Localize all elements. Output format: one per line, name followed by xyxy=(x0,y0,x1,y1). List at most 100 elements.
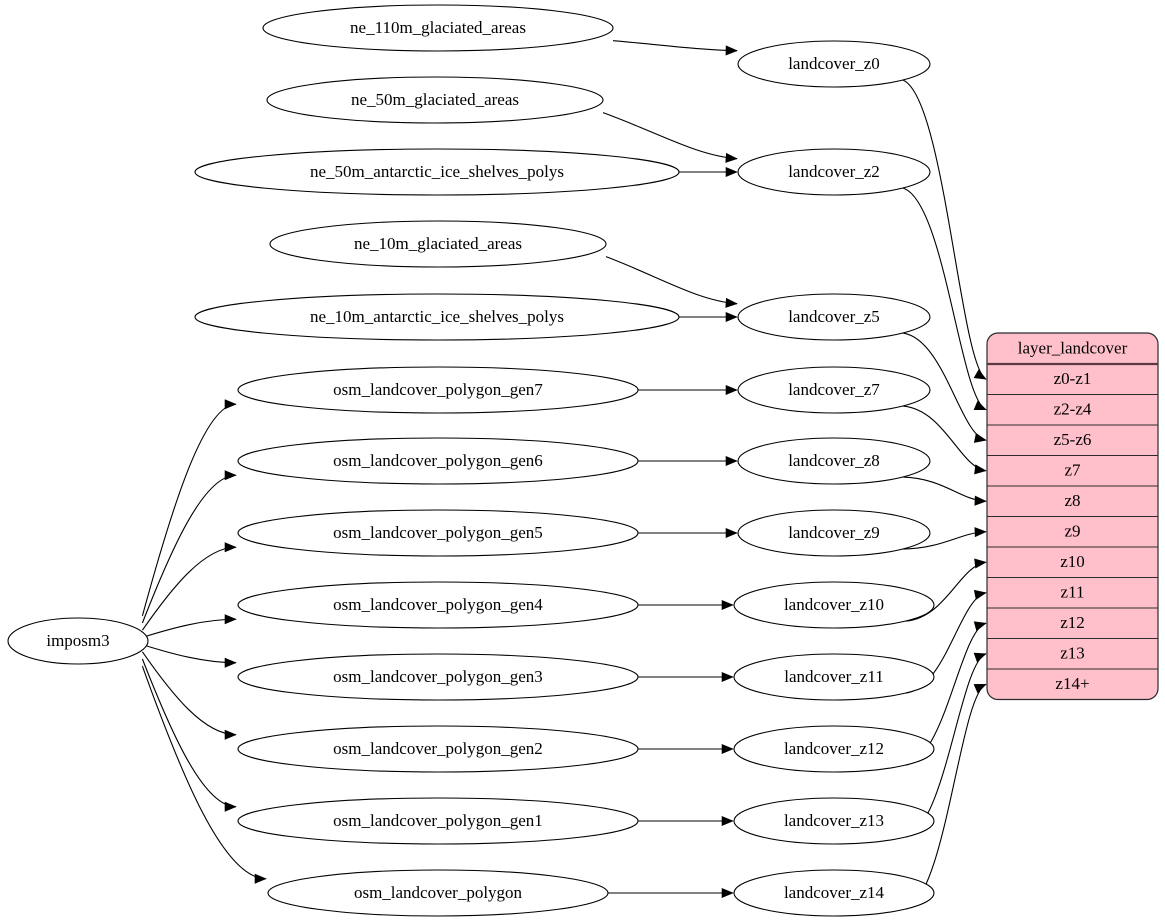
table-row-z8[interactable]: z8 xyxy=(1064,491,1080,510)
node-ellipse xyxy=(194,148,680,196)
node-osm_landcover_polygon_gen1[interactable]: osm_landcover_polygon_gen1 xyxy=(237,797,639,845)
node-label: ne_50m_antarctic_ice_shelves_polys xyxy=(310,162,564,181)
node-ellipse xyxy=(267,869,609,917)
edge-arrowhead xyxy=(974,527,987,538)
node-osm_landcover_polygon[interactable]: osm_landcover_polygon xyxy=(267,869,609,917)
node-ellipse xyxy=(237,581,639,629)
node-ellipse xyxy=(737,293,931,341)
node-ne_10m_glaciated_areas[interactable]: ne_10m_glaciated_areas xyxy=(269,220,607,268)
node-landcover_z8[interactable]: landcover_z8 xyxy=(737,437,931,485)
node-label: landcover_z2 xyxy=(788,162,880,181)
edge-arrowhead xyxy=(725,311,738,323)
node-ellipse xyxy=(737,437,931,485)
node-label: landcover_z7 xyxy=(788,380,880,399)
node-imposm3[interactable]: imposm3 xyxy=(7,617,149,665)
node-landcover_z10[interactable]: landcover_z10 xyxy=(733,581,935,629)
node-osm_landcover_polygon_gen2[interactable]: osm_landcover_polygon_gen2 xyxy=(237,725,639,773)
node-label: osm_landcover_polygon_gen5 xyxy=(333,523,543,542)
node-label: osm_landcover_polygon_gen6 xyxy=(333,451,543,470)
edge-arrowhead xyxy=(725,455,738,467)
table-row-z11[interactable]: z11 xyxy=(1061,583,1085,602)
edge-imposm3-to-osm_landcover_polygon_gen4 xyxy=(142,618,237,638)
node-landcover_z2[interactable]: landcover_z2 xyxy=(737,148,931,196)
edge-imposm3-to-osm_landcover_polygon_gen3 xyxy=(142,644,237,664)
edge-ne_50m_glaciated_areas-to-landcover_z2 xyxy=(602,112,738,160)
node-ellipse xyxy=(733,725,935,773)
node-landcover_z7[interactable]: landcover_z7 xyxy=(737,366,931,414)
node-ellipse xyxy=(7,617,149,665)
node-osm_landcover_polygon_gen6[interactable]: osm_landcover_polygon_gen6 xyxy=(237,437,639,485)
edge-imposm3-to-osm_landcover_polygon_gen6 xyxy=(141,474,237,624)
node-osm_landcover_polygon_gen3[interactable]: osm_landcover_polygon_gen3 xyxy=(237,653,639,701)
node-landcover_z13[interactable]: landcover_z13 xyxy=(733,797,935,845)
edge-arrowhead xyxy=(973,621,987,632)
edge-ne_110m_glaciated_areas-to-landcover_z0 xyxy=(612,40,738,52)
edge-arrowhead xyxy=(721,671,734,683)
edge-arrowhead xyxy=(725,166,738,178)
node-ellipse xyxy=(237,509,639,557)
table-row-z14-[interactable]: z14+ xyxy=(1055,674,1089,693)
node-ellipse xyxy=(194,293,680,341)
node-ellipse xyxy=(262,4,614,52)
node-ellipse xyxy=(733,653,935,701)
node-landcover_z14[interactable]: landcover_z14 xyxy=(733,869,935,917)
node-landcover_z9[interactable]: landcover_z9 xyxy=(737,509,931,557)
node-ellipse xyxy=(733,581,935,629)
node-landcover_z5[interactable]: landcover_z5 xyxy=(737,293,931,341)
node-osm_landcover_polygon_gen5[interactable]: osm_landcover_polygon_gen5 xyxy=(237,509,639,557)
edge-arrowhead xyxy=(974,558,987,569)
node-ellipse xyxy=(266,76,604,124)
node-label: osm_landcover_polygon_gen2 xyxy=(333,739,543,758)
node-label: osm_landcover_polygon xyxy=(354,883,523,902)
node-landcover_z0[interactable]: landcover_z0 xyxy=(737,40,931,88)
node-label: landcover_z5 xyxy=(788,307,880,326)
node-label: osm_landcover_polygon_gen3 xyxy=(333,667,543,686)
table-row-z7[interactable]: z7 xyxy=(1064,461,1081,480)
table-row-z10[interactable]: z10 xyxy=(1060,552,1085,571)
node-label: landcover_z9 xyxy=(788,523,880,542)
edge-arrowhead xyxy=(725,152,738,163)
edge-arrowhead xyxy=(973,369,987,380)
node-landcover_z12[interactable]: landcover_z12 xyxy=(733,725,935,773)
table-row-z9[interactable]: z9 xyxy=(1064,522,1080,541)
edge-arrowhead xyxy=(721,743,734,755)
node-label: osm_landcover_polygon_gen4 xyxy=(333,595,543,614)
node-ne_10m_antarctic_ice_shelves_polys[interactable]: ne_10m_antarctic_ice_shelves_polys xyxy=(194,293,680,341)
node-label: landcover_z10 xyxy=(784,595,884,614)
node-label: landcover_z12 xyxy=(784,739,884,758)
edge-arrowhead xyxy=(974,495,987,506)
node-ellipse xyxy=(269,220,607,268)
edge-arrowhead xyxy=(224,470,237,481)
edge-arrowhead xyxy=(725,297,738,308)
table-row-z13[interactable]: z13 xyxy=(1060,644,1085,663)
node-landcover_z11[interactable]: landcover_z11 xyxy=(733,653,935,701)
node-label: osm_landcover_polygon_gen7 xyxy=(333,380,543,399)
table-layer-landcover: layer_landcover z0-z1 z2-z4 z5-z6 z7 z8 z9 z10 z… xyxy=(986,332,1159,701)
node-osm_landcover_polygon_gen7[interactable]: osm_landcover_polygon_gen7 xyxy=(237,366,639,414)
node-label: osm_landcover_polygon_gen1 xyxy=(333,811,543,830)
table-row-z5-z6[interactable]: z5-z6 xyxy=(1054,430,1092,449)
node-ellipse xyxy=(737,366,931,414)
table-row-z2-z4[interactable]: z2-z4 xyxy=(1054,400,1092,419)
edge-landcover_z14-to-layer_landcover-z14- xyxy=(905,683,987,910)
edge-arrowhead xyxy=(973,589,987,600)
node-ne_50m_glaciated_areas[interactable]: ne_50m_glaciated_areas xyxy=(266,76,604,124)
edge-arrowhead xyxy=(974,464,987,475)
table-header-label: layer_landcover xyxy=(1018,338,1128,357)
node-ellipse xyxy=(237,725,639,773)
edge-arrowhead xyxy=(721,887,734,899)
node-ellipse xyxy=(733,869,935,917)
node-ne_110m_glaciated_areas[interactable]: ne_110m_glaciated_areas xyxy=(262,4,614,52)
node-ellipse xyxy=(737,509,931,557)
edge-landcover_z0-to-layer_landcover-z0-z1 xyxy=(902,79,987,380)
node-label: ne_10m_antarctic_ice_shelves_polys xyxy=(310,307,564,326)
edge-arrowhead xyxy=(721,599,734,611)
edge-arrowhead xyxy=(973,400,987,411)
node-ellipse xyxy=(237,366,639,414)
table-row-z0-z1[interactable]: z0-z1 xyxy=(1054,369,1092,388)
node-osm_landcover_polygon_gen4[interactable]: osm_landcover_polygon_gen4 xyxy=(237,581,639,629)
table-row-z12[interactable]: z12 xyxy=(1060,613,1085,632)
node-label: landcover_z14 xyxy=(784,883,885,902)
node-ne_50m_antarctic_ice_shelves_polys[interactable]: ne_50m_antarctic_ice_shelves_polys xyxy=(194,148,680,196)
node-label: landcover_z11 xyxy=(784,667,883,686)
